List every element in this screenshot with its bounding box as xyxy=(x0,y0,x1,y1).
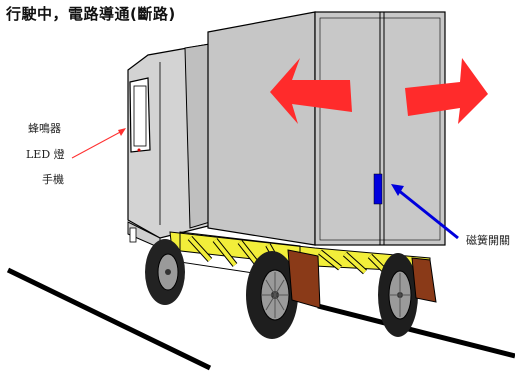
wheel-middle xyxy=(246,251,298,339)
mudflap-rear xyxy=(411,257,437,303)
cargo-box xyxy=(207,11,446,246)
label-reed-switch: 磁簧開關 xyxy=(466,234,510,247)
ground-line-front xyxy=(6,267,212,371)
diagram-title: 行駛中，電路導通(斷路) xyxy=(6,5,176,23)
cab-window xyxy=(129,77,151,153)
red-arrow-left xyxy=(270,58,352,124)
label-phone: 手機 xyxy=(42,173,64,186)
red-arrow-right xyxy=(405,58,488,124)
blue-pointer xyxy=(391,184,459,240)
reed-switch xyxy=(373,173,383,205)
ground-line-rear xyxy=(317,303,515,359)
red-pointer xyxy=(71,128,126,159)
wheel-rear xyxy=(378,253,418,337)
label-led: LED 燈 xyxy=(26,148,65,161)
truck-cab xyxy=(127,43,213,249)
wheel-front xyxy=(145,239,185,305)
label-buzzer: 蜂鳴器 xyxy=(28,122,61,135)
mudflap-middle xyxy=(287,249,321,309)
